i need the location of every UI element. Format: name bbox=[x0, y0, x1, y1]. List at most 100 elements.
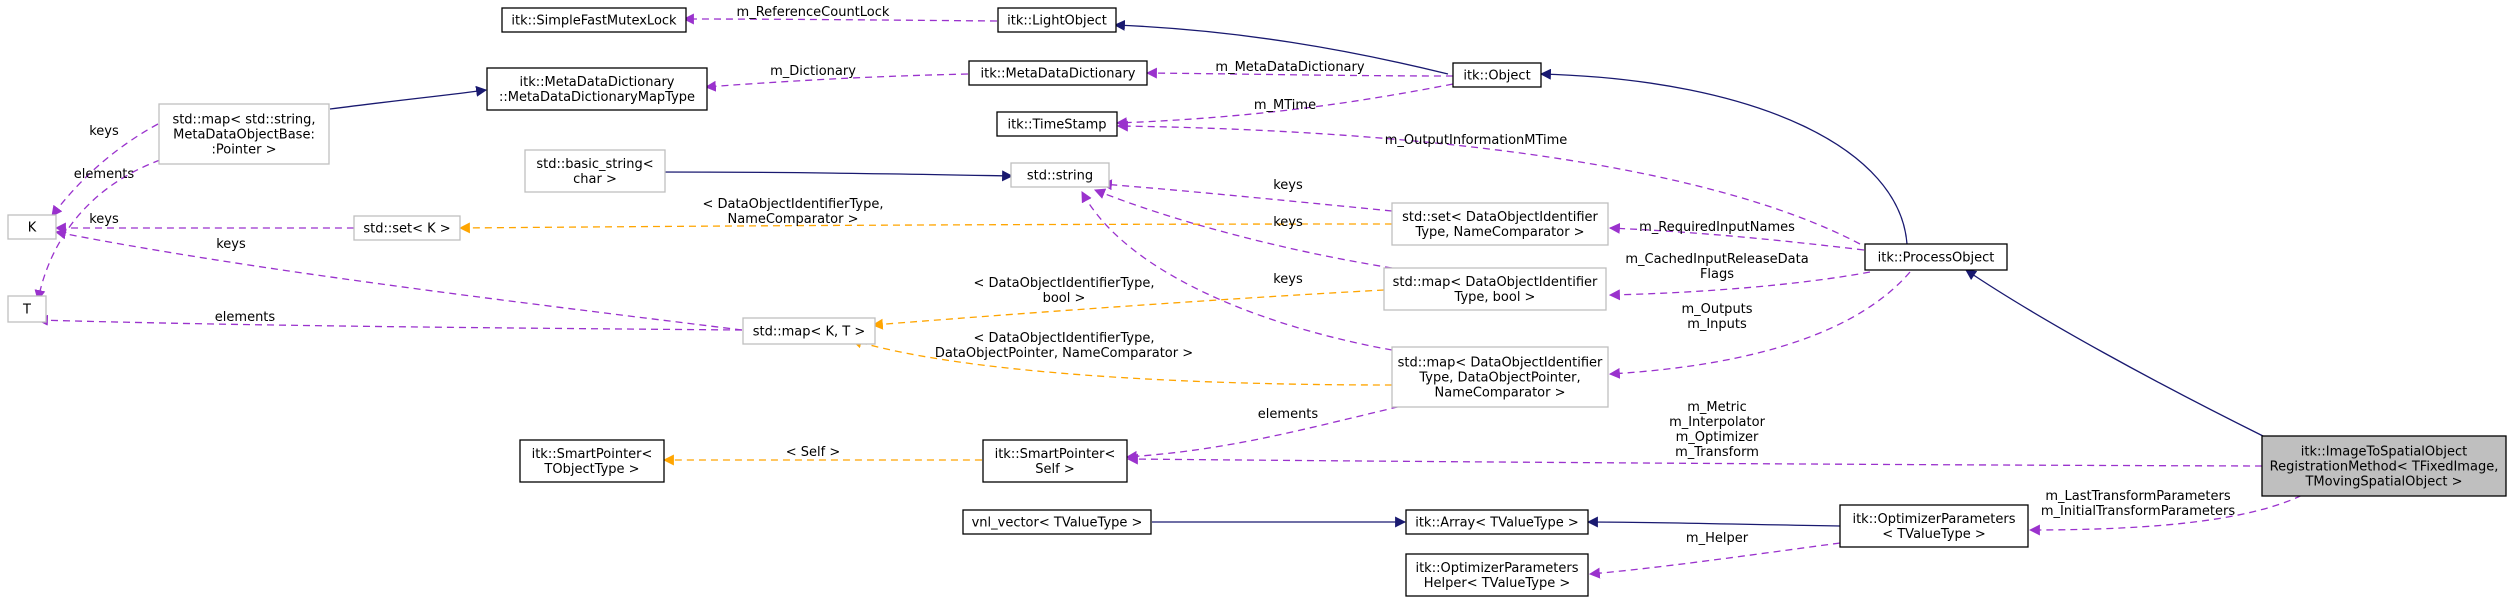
node-smartpointer-tobjecttype[interactable]: itk::SmartPointer<TObjectType > bbox=[519, 439, 665, 483]
edge-itkarray-to-optparams bbox=[1586, 516, 1841, 528]
edge-label-line: m_Inputs bbox=[1687, 317, 1747, 332]
edge-mapkt-bool-template bbox=[871, 289, 1385, 330]
edge-label-mapkt-bool-template: < DataObjectIdentifierType,bool > bbox=[974, 276, 1155, 306]
node-label-line: std::map< std::string, bbox=[172, 113, 315, 128]
edge-label-metadatadictionary: m_MetaDataDictionary bbox=[1215, 60, 1364, 75]
node-t[interactable]: T bbox=[7, 295, 47, 323]
edge-elements-stdmap-t bbox=[34, 159, 161, 302]
node-itk-array[interactable]: itk::Array< TValueType > bbox=[1405, 509, 1589, 535]
node-label-line: std::map< K, T > bbox=[753, 325, 866, 340]
edge-label-requiredinputnames: m_RequiredInputNames bbox=[1639, 220, 1795, 235]
node-label-line: itk::OptimizerParameters bbox=[1415, 561, 1578, 576]
node-label-line: char > bbox=[573, 172, 617, 187]
edge-label-line: m_Metric bbox=[1687, 400, 1747, 415]
node-label-line: Type, NameComparator > bbox=[1414, 225, 1584, 240]
node-label-line: std::set< K > bbox=[363, 222, 450, 237]
edge-object-to-processobject bbox=[1539, 68, 1908, 245]
edge-label-line: < DataObjectIdentifierType, bbox=[974, 331, 1155, 346]
node-label-line: RegistrationMethod< TFixedImage, bbox=[2270, 460, 2499, 475]
edge-keys-mapkt bbox=[54, 228, 743, 331]
node-label-line: vnl_vector< TValueType > bbox=[972, 516, 1143, 531]
edge-mapkt-dop-template bbox=[850, 337, 1393, 386]
node-imagetospatialobject-registrationmethod[interactable]: itk::ImageToSpatialObjectRegistrationMet… bbox=[2261, 435, 2507, 497]
node-simplefastmutexlock[interactable]: itk::SimpleFastMutexLock bbox=[501, 7, 687, 33]
edge-label-line: m_Helper bbox=[1686, 531, 1749, 546]
edge-label-line: < DataObjectIdentifierType, bbox=[703, 197, 884, 212]
node-std-map-dataobjectidentifier-bool[interactable]: std::map< DataObjectIdentifierType, bool… bbox=[1383, 267, 1607, 311]
node-object[interactable]: itk::Object bbox=[1452, 62, 1542, 88]
node-smartpointer-self[interactable]: itk::SmartPointer<Self > bbox=[982, 439, 1128, 483]
edge-label-line: keys bbox=[89, 124, 119, 139]
edge-label-line: m_RequiredInputNames bbox=[1639, 220, 1795, 235]
edge-requiredinputnames bbox=[1608, 222, 1865, 251]
node-metadatadictionary[interactable]: itk::MetaDataDictionary bbox=[968, 60, 1148, 86]
edge-label-line: elements bbox=[74, 167, 135, 182]
edge-setk-template bbox=[458, 222, 1393, 234]
edge-label-line: m_Optimizer bbox=[1676, 430, 1759, 445]
edge-label-line: Flags bbox=[1700, 267, 1734, 282]
edge-label-elements-stdmap-t: elements bbox=[74, 167, 135, 182]
node-std-set-k[interactable]: std::set< K > bbox=[353, 215, 461, 241]
edge-label-line: m_ReferenceCountLock bbox=[737, 5, 890, 20]
node-basic-string[interactable]: std::basic_string<char > bbox=[524, 149, 666, 193]
node-label-line: TObjectType > bbox=[543, 462, 639, 477]
node-std-set-dataobjectidentifier[interactable]: std::set< DataObjectIdentifierType, Name… bbox=[1391, 202, 1609, 246]
edge-label-mapkt-dop-template: < DataObjectIdentifierType,DataObjectPoi… bbox=[935, 331, 1193, 361]
node-std-map-dataobjectidentifier-pointer[interactable]: std::map< DataObjectIdentifierType, Data… bbox=[1391, 346, 1609, 408]
node-lightobject[interactable]: itk::LightObject bbox=[997, 7, 1117, 33]
node-label-line: itk::Object bbox=[1463, 69, 1530, 84]
edge-label-line: < DataObjectIdentifierType, bbox=[974, 276, 1155, 291]
node-processobject[interactable]: itk::ProcessObject bbox=[1864, 243, 2008, 271]
edge-elements-mapdop bbox=[1125, 403, 1411, 462]
node-label-line: itk::ImageToSpatialObject bbox=[2301, 445, 2468, 460]
node-k[interactable]: K bbox=[7, 214, 57, 240]
edge-label-mtime: m_MTime bbox=[1254, 98, 1316, 113]
edge-label-keys-setdoid: keys bbox=[1273, 178, 1303, 193]
edge-stdmapstring-to-mddmaptype bbox=[329, 85, 488, 110]
edge-label-elements-mapkt-t: elements bbox=[215, 310, 276, 325]
edge-label-line: keys bbox=[1273, 178, 1303, 193]
node-optimizerparameters[interactable]: itk::OptimizerParameters< TValueType > bbox=[1839, 504, 2029, 548]
edge-label-line: keys bbox=[216, 237, 246, 252]
node-label-line: itk::MetaDataDictionary bbox=[981, 67, 1136, 82]
edge-metadatadictionary bbox=[1145, 67, 1454, 79]
edge-label-self-template: < Self > bbox=[786, 445, 841, 460]
node-label-line: TMovingSpatialObject > bbox=[2304, 475, 2462, 490]
node-metadatadictionary-maptype[interactable]: itk::MetaDataDictionary::MetaDataDiction… bbox=[486, 67, 708, 111]
edge-cachedinputrelease bbox=[1608, 271, 1871, 301]
edge-label-line: keys bbox=[89, 212, 119, 227]
edge-labels: m_ReferenceCountLock m_Dictionary m_Meta… bbox=[74, 5, 2236, 546]
node-std-string[interactable]: std::string bbox=[1010, 162, 1110, 188]
node-label-line: Type, bool > bbox=[1454, 290, 1536, 305]
node-label-line: std::map< DataObjectIdentifier bbox=[1393, 275, 1598, 290]
edge-metric-group bbox=[1126, 453, 2263, 467]
edge-label-line: m_InitialTransformParameters bbox=[2041, 504, 2235, 519]
node-vnl-vector[interactable]: vnl_vector< TValueType > bbox=[962, 509, 1152, 535]
node-label-line: std::basic_string< bbox=[536, 157, 653, 172]
edge-processobject-to-imagetospatial bbox=[1965, 269, 2264, 437]
node-label-line: NameComparator > bbox=[1435, 386, 1566, 401]
node-label-line: itk::TimeStamp bbox=[1007, 118, 1106, 133]
edge-label-line: NameComparator > bbox=[728, 212, 859, 227]
node-std-map-k-t[interactable]: std::map< K, T > bbox=[742, 317, 876, 345]
edge-label-line: m_MTime bbox=[1254, 98, 1316, 113]
edge-label-setk-template: < DataObjectIdentifierType,NameComparato… bbox=[703, 197, 884, 227]
node-label-line: :Pointer > bbox=[211, 143, 276, 158]
node-stdmap-string-metadata[interactable]: std::map< std::string,MetaDataObjectBase… bbox=[158, 103, 330, 165]
edge-label-line: bool > bbox=[1043, 291, 1086, 306]
edge-keys-mapdop bbox=[1081, 191, 1393, 351]
node-label-line: itk::SmartPointer< bbox=[995, 447, 1116, 462]
edge-label-line: DataObjectPointer, NameComparator > bbox=[935, 346, 1193, 361]
edge-label-line: elements bbox=[215, 310, 276, 325]
node-timestamp[interactable]: itk::TimeStamp bbox=[996, 111, 1118, 137]
node-label-line: itk::ProcessObject bbox=[1878, 251, 1995, 266]
edge-label-outputinfomtime: m_OutputInformationMTime bbox=[1385, 133, 1568, 148]
edge-basicstring-to-stdstring bbox=[649, 170, 1014, 182]
edge-label-line: m_Dictionary bbox=[770, 64, 856, 79]
node-label-line: std::set< DataObjectIdentifier bbox=[1402, 210, 1598, 225]
